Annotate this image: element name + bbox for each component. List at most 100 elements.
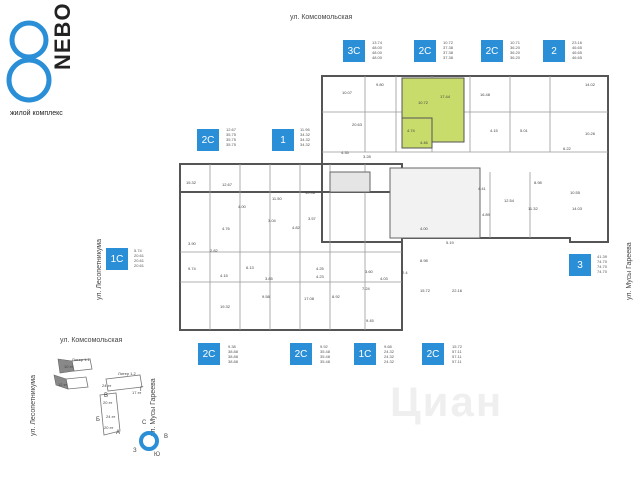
- street-top: ул. Комсомольская: [290, 14, 353, 21]
- apartment-type-badge[interactable]: 1С: [106, 248, 128, 270]
- street-left: ул. Лесопетникума: [96, 239, 103, 300]
- room-label: 3.60: [365, 269, 373, 274]
- room-label: 10.98: [305, 190, 316, 195]
- apartment-type-badge[interactable]: 2С: [481, 40, 503, 62]
- stair-core: [389, 167, 481, 239]
- room-label: 15.32: [186, 180, 197, 185]
- room-label: 8.98: [534, 180, 542, 185]
- apartment-type-badge[interactable]: 3: [569, 254, 591, 276]
- elevator-shaft: [329, 171, 371, 193]
- room-label: 22.16: [452, 288, 463, 293]
- apartment-type-badge[interactable]: 1С: [354, 343, 376, 365]
- logo-eight-icon: [6, 20, 52, 103]
- apartment-type-badge[interactable]: 2С: [414, 40, 436, 62]
- room-label: 4.82: [292, 225, 300, 230]
- room-label: 4.15: [220, 273, 228, 278]
- apartment-type-badge[interactable]: 2С: [290, 343, 312, 365]
- room-label: 3.90: [188, 241, 196, 246]
- room-label: 4.00: [238, 204, 246, 209]
- brand-subtitle: жилой комплекс: [10, 110, 63, 117]
- room-label: 12.67: [222, 182, 233, 187]
- room-label: 9.80: [376, 82, 384, 87]
- logo: NEBO жилой комплекс: [4, 2, 94, 122]
- room-label: 11.32: [528, 206, 538, 211]
- highlighted-apartment-part: [401, 117, 433, 149]
- room-label: 10.07: [342, 90, 353, 95]
- room-label: 15.72: [420, 288, 431, 293]
- mini-floor-label: 10 эт: [64, 364, 74, 369]
- apartment-type-badge[interactable]: 2С: [422, 343, 444, 365]
- apartment-type-badge[interactable]: 2: [543, 40, 565, 62]
- room-label: 17.08: [304, 296, 315, 301]
- room-label: 14.02: [585, 82, 596, 87]
- apartment-type-badge[interactable]: 1: [272, 129, 294, 151]
- room-label: 19.32: [220, 304, 231, 309]
- room-label: 4.03: [380, 276, 388, 281]
- room-label: 3.04: [268, 218, 276, 223]
- mini-street-top: ул. Комсомольская: [60, 337, 123, 344]
- room-label: 3.57: [308, 216, 316, 221]
- compass-west: З: [133, 448, 137, 454]
- room-label: 4.23: [316, 274, 324, 279]
- floor-plan: [179, 75, 609, 331]
- street-right: ул. Мусы Гареева: [626, 242, 633, 300]
- room-label: 14.03: [572, 206, 583, 211]
- room-label: 10.26: [585, 131, 596, 136]
- mini-site-map: [53, 358, 143, 436]
- room-label: 9.58: [262, 294, 270, 299]
- room-label: 10.55: [570, 190, 581, 195]
- room-label: 16.48: [480, 92, 491, 97]
- room-label: 4.35: [341, 150, 349, 155]
- mini-floor-label: 12 эт: [58, 382, 68, 387]
- mini-section-label: В: [104, 393, 109, 399]
- room-label: 9.45: [366, 318, 374, 323]
- mini-street-left: ул. Лесопетникума: [30, 375, 37, 436]
- room-label: 4.15: [490, 128, 498, 133]
- room-label: 5.01: [520, 128, 528, 133]
- room-label: 3.85: [265, 276, 273, 281]
- room-label: 6.22: [563, 146, 571, 151]
- room-label: 8.92: [332, 294, 340, 299]
- room-label: 4.76: [222, 226, 230, 231]
- room-label: 2.4: [402, 270, 408, 275]
- watermark: Циан: [390, 378, 504, 425]
- room-label: 6.13: [246, 265, 254, 270]
- room-label: 4.74: [407, 128, 415, 133]
- brand-name: NEBO: [50, 2, 75, 70]
- mini-building-label: Литер 1.2: [118, 371, 136, 376]
- mini-section-label: Г: [140, 387, 144, 393]
- mini-floor-label: 24 эт: [102, 383, 112, 388]
- room-label: 2.82: [210, 248, 218, 253]
- room-label: 10.72: [418, 100, 429, 105]
- compass-east: В: [164, 434, 169, 440]
- compass-south: Ю: [154, 452, 161, 458]
- room-label: 20.63: [352, 122, 363, 127]
- room-label: 4.25: [316, 266, 324, 271]
- mini-floor-label: 17 эт: [132, 390, 142, 395]
- room-label: 4.46: [420, 140, 428, 145]
- apartment-type-badge[interactable]: 3С: [343, 40, 365, 62]
- compass-north: С: [142, 420, 147, 426]
- room-label: 17.44: [440, 94, 451, 99]
- mini-section-label: А: [116, 430, 121, 436]
- apartment-type-badge[interactable]: 2С: [198, 343, 220, 365]
- room-label: 4.00: [420, 226, 428, 231]
- room-label: 3.28: [363, 154, 371, 159]
- apartment-type-badge[interactable]: 2С: [197, 129, 219, 151]
- room-label: 12.54: [504, 198, 515, 203]
- compass-icon: [139, 431, 159, 451]
- mini-floor-label: 20 эт: [103, 400, 113, 405]
- room-label: 9.74: [188, 266, 196, 271]
- room-label: 4.41: [478, 186, 486, 191]
- room-label: 11.50: [272, 196, 282, 201]
